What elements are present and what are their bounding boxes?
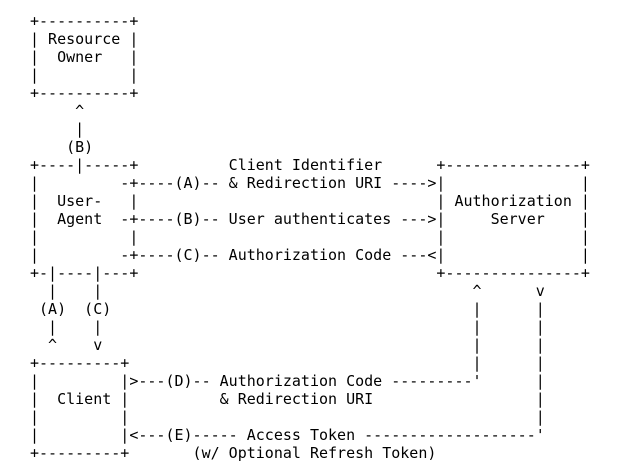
diagram-line: | | ^ v: [30, 282, 545, 300]
diagram-line: | |>---(D)-- Authorization Code --------…: [30, 372, 545, 390]
diagram-line: (A) (C) | |: [30, 300, 545, 318]
diagram-line: | User- | | Authorization |: [30, 192, 590, 210]
diagram-line: | -+----(A)-- & Redirection URI ---->| |: [30, 174, 590, 192]
diagram-line: (B): [30, 138, 94, 156]
diagram-line: | | | |: [30, 228, 590, 246]
diagram-line: | -+----(C)-- Authorization Code ---<| |: [30, 246, 590, 264]
diagram-line: +----------+: [30, 84, 139, 102]
diagram-line: | | | |: [30, 318, 545, 336]
diagram-line: |: [30, 120, 85, 138]
diagram-line: | Owner |: [30, 48, 139, 66]
diagram-line: +-|----|---+ +---------------+: [30, 264, 590, 282]
diagram-line: ^: [30, 102, 85, 120]
diagram-line: ^ v | |: [30, 336, 545, 354]
diagram-line: | |<---(E)----- Access Token -----------…: [30, 426, 545, 444]
diagram-line: | Resource |: [30, 30, 139, 48]
diagram-line: | | |: [30, 408, 545, 426]
diagram-line: | Client | & Redirection URI |: [30, 390, 545, 408]
diagram-line: +----|-----+ Client Identifier +--------…: [30, 156, 590, 174]
diagram-line: +---------+ (w/ Optional Refresh Token): [30, 444, 437, 462]
diagram-line: +---------+ | |: [30, 354, 545, 372]
diagram-line: | Agent -+----(B)-- User authenticates -…: [30, 210, 590, 228]
diagram-line: | |: [30, 66, 139, 84]
diagram-line: +----------+: [30, 12, 139, 30]
